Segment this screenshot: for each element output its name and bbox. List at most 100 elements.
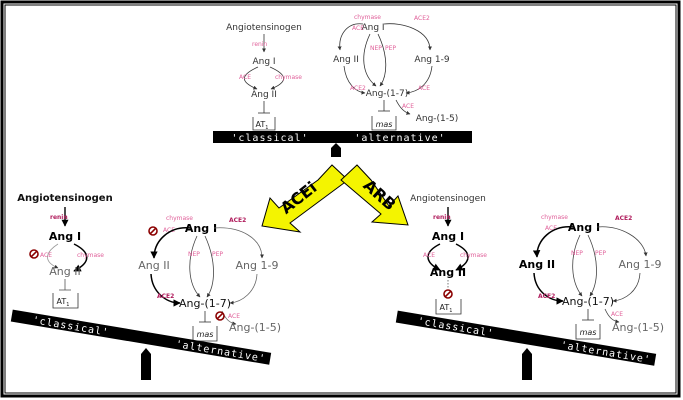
- left-ang2: Ang II: [49, 265, 80, 278]
- right-alt-arc-ang1-ang19: [596, 226, 648, 257]
- left-beam-alternative: 'alternative': [175, 339, 267, 365]
- right-at1-block-icon: [443, 289, 453, 299]
- left-chymase: chymase: [77, 252, 104, 259]
- right-alt-arc-nep: [572, 234, 583, 297]
- left-alt-arc-ang1-ang19: [213, 227, 264, 259]
- left-alt-ang15: Ang-(1-5): [229, 321, 281, 334]
- acei-arrow: ACEi: [261, 164, 349, 233]
- left-panel: Angiotensinogen renin Ang I ACE chymase …: [10, 193, 281, 380]
- right-renin: renin: [433, 214, 451, 221]
- top-ace2-right: ACE2: [414, 15, 430, 22]
- right-alt-ace2-low: ACE2: [538, 293, 555, 300]
- top-ace-15: ACE: [402, 103, 414, 110]
- right-at1-label: AT1: [440, 303, 453, 314]
- right-alt-ang19: Ang 1-9: [619, 258, 662, 271]
- top-chymase-arc: [269, 66, 285, 90]
- right-alt-ang1: Ang I: [568, 221, 600, 234]
- left-alt-ang17: Ang-(1-7): [179, 297, 231, 310]
- top-arc-pep: [377, 33, 387, 87]
- top-arc-ang1-ang19: [383, 23, 432, 51]
- top-chymase-label: chymase: [275, 74, 302, 81]
- right-alt-ang17: Ang-(1-7): [562, 295, 614, 308]
- left-ace-inhibit-icon: [29, 249, 39, 259]
- top-beam: [213, 131, 472, 143]
- top-ace-low: ACE: [418, 85, 430, 92]
- top-mas-label: mas: [376, 120, 393, 129]
- top-ang15: Ang-(1-5): [416, 114, 459, 124]
- left-alt-nep: NEP: [188, 251, 200, 258]
- top-panel: Angiotensinogen renin Ang I ACE chymase …: [213, 14, 472, 157]
- left-beam-classical: 'classical': [32, 315, 110, 339]
- right-beam: [395, 310, 657, 366]
- top-ang1-left: Ang I: [252, 57, 275, 67]
- right-alt-arc-pep: [587, 234, 597, 297]
- top-ang2-left: Ang II: [251, 90, 277, 100]
- top-at1-receptor: [252, 117, 276, 131]
- top-beam-alternative: 'alternative': [354, 133, 445, 144]
- left-angiotensinogen: Angiotensinogen: [17, 193, 112, 204]
- right-ace: ACE: [423, 252, 435, 259]
- left-alt-chymase: chymase: [166, 215, 193, 222]
- left-alt-mas-receptor: [192, 326, 218, 342]
- right-angiotensinogen: Angiotensinogen: [410, 194, 486, 204]
- right-alt-mas-receptor: [575, 324, 601, 340]
- right-alt-mas: mas: [580, 328, 597, 337]
- left-renin: renin: [50, 214, 68, 221]
- top-arc-ang19-ang17: [405, 65, 433, 95]
- right-alt-arc-ang1-ang2: [532, 226, 574, 258]
- left-alt-ang1: Ang I: [185, 222, 217, 235]
- right-beam-classical: 'classical': [417, 316, 495, 340]
- right-beam-alternative: 'alternative': [560, 340, 652, 366]
- top-ang19: Ang 1-9: [414, 55, 449, 65]
- left-at1-receptor: [52, 293, 79, 309]
- right-alt-chymase: chymase: [541, 214, 568, 221]
- left-alt-ace-inhibit-icon: [148, 226, 158, 236]
- right-alt-ace: ACE: [545, 225, 557, 232]
- arb-arrow: ARB: [340, 164, 409, 226]
- right-alt-arc-ang19-ang17: [612, 272, 641, 303]
- top-ace2-low: ACE2: [350, 85, 366, 92]
- top-ang1-right: Ang I: [361, 23, 384, 33]
- top-arc-ang2-ang17: [343, 65, 366, 95]
- left-alt-ang19: Ang 1-9: [236, 259, 279, 272]
- left-alt-ace: ACE: [163, 227, 175, 234]
- top-ace-label: ACE: [239, 74, 251, 81]
- top-beam-classical: 'classical': [231, 133, 308, 144]
- top-pep: PEP: [385, 45, 396, 52]
- top-ace-right: ACE: [352, 25, 364, 32]
- right-alt-pep: PEP: [595, 250, 606, 257]
- right-alt-ace2: ACE2: [615, 215, 632, 222]
- left-alt-pep: PEP: [212, 251, 223, 258]
- right-alt-arc-ang15: [604, 308, 620, 324]
- right-fulcrum: [522, 348, 532, 380]
- top-ang17: Ang-(1-7): [366, 89, 409, 99]
- right-ace-arc: [427, 243, 441, 271]
- left-ace-arc: [47, 243, 59, 269]
- top-nep: NEP: [370, 45, 382, 52]
- inner-frame: [4, 4, 677, 394]
- top-arc-nep: [363, 33, 377, 87]
- right-alt-ang2: Ang II: [519, 258, 555, 271]
- right-ang2: Ang II: [430, 266, 466, 279]
- top-angiotensinogen: Angiotensinogen: [226, 23, 302, 33]
- left-at1-label: AT1: [57, 297, 70, 308]
- right-chymase-arc: [455, 243, 469, 271]
- right-alt-ace-15: ACE: [611, 311, 623, 318]
- left-alt-ace2: ACE2: [229, 217, 246, 224]
- left-alt-arc-pep: [204, 235, 214, 298]
- top-fulcrum: [331, 143, 341, 157]
- left-alt-ang2: Ang II: [138, 259, 169, 272]
- right-panel: Angiotensinogen renin Ang I ACE chymase …: [395, 194, 664, 380]
- left-alt-arc-nep: [189, 235, 201, 298]
- right-alt-arc-ang2-ang17: [533, 272, 564, 305]
- top-ang2-right: Ang II: [333, 55, 359, 65]
- left-alt-ace15-inhibit-icon: [215, 311, 225, 321]
- top-chymase-right: chymase: [354, 14, 381, 21]
- left-ang1: Ang I: [49, 230, 81, 243]
- right-alt-ang15: Ang-(1-5): [612, 321, 664, 334]
- top-arc-ang1-ang2: [337, 23, 364, 51]
- top-ace-arc: [243, 66, 259, 90]
